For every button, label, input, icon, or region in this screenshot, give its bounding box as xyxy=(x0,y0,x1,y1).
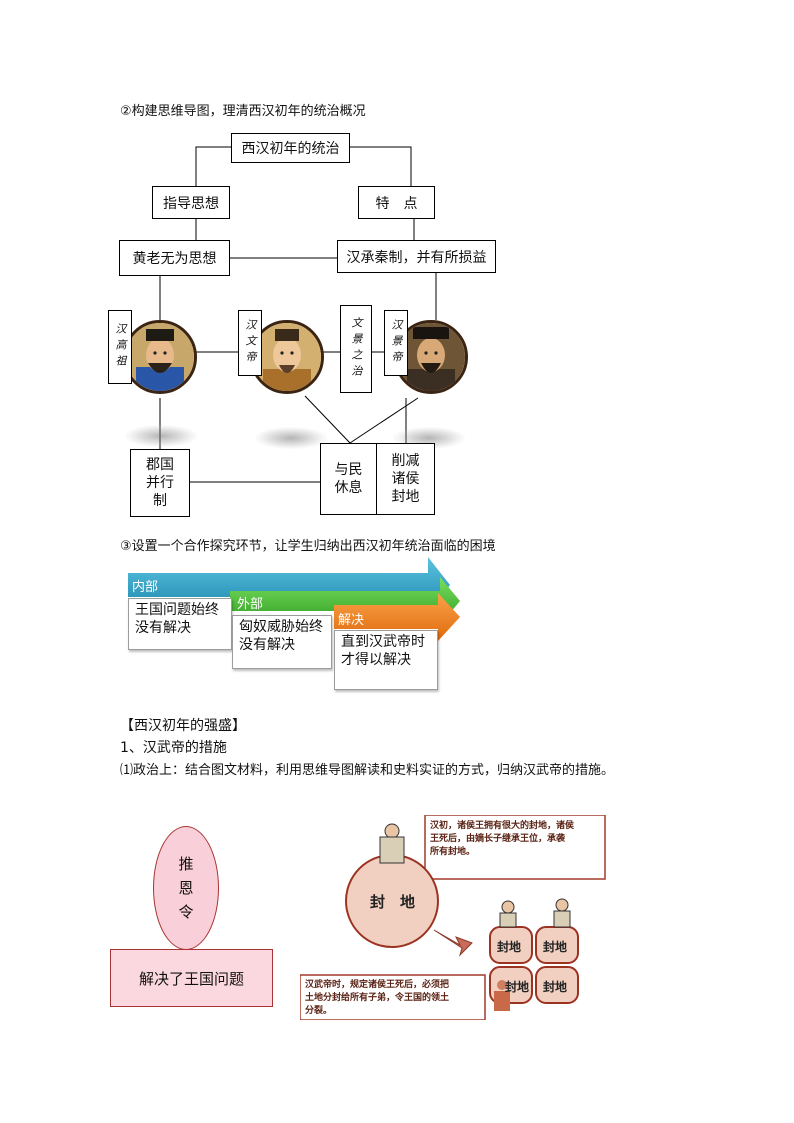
ellipse-char: 令 xyxy=(178,903,194,921)
label-wendi: 汉文帝 xyxy=(238,310,262,376)
band-label-solution: 解决 xyxy=(338,613,365,628)
arrow-solution xyxy=(334,593,460,641)
illus-line: 王死后，由嫡长子继承王位，承袭 xyxy=(430,834,566,844)
arrow-external xyxy=(230,577,460,625)
tuienling-ellipse: 推 恩 令 xyxy=(153,826,219,950)
section4-title: 【西汉初年的强盛】 xyxy=(120,718,246,734)
problem-arrows xyxy=(128,557,460,641)
features-box: 特 点 xyxy=(358,186,435,219)
emperor-wendi-portrait xyxy=(250,320,324,394)
card-line: 没有解决 xyxy=(239,637,295,653)
han-inherits-qin-box: 汉承秦制，并有所损益 xyxy=(337,240,496,273)
label-gaozu: 汉高祖 xyxy=(108,310,132,384)
section4-subtitle: 1、汉武帝的措施 xyxy=(120,740,227,756)
illus-quarter-label: 封地 xyxy=(543,940,568,954)
ellipse-char: 推 xyxy=(178,855,194,873)
fief-illustration: 汉初，诸侯王拥有很大的封地，诸侯 王死后，由嫡长子继承王位，承袭 所有封地。 汉… xyxy=(300,815,606,1020)
result-box: 解决了王国问题 xyxy=(110,949,273,1007)
policy-commandery-box: 郡国 并行 制 xyxy=(130,449,190,517)
card-line: 才得以解决 xyxy=(341,652,411,668)
card-external: 匈奴威胁始终 没有解决 xyxy=(232,615,332,669)
policy-reduce-fiefs-box: 削减 诸侯 封地 xyxy=(376,443,435,515)
band-label-external: 外部 xyxy=(237,597,264,612)
ellipse-char: 恩 xyxy=(178,879,194,897)
emperor-jingdi-portrait xyxy=(394,320,468,394)
illus-line: 分裂。 xyxy=(305,1006,333,1016)
portrait-shadow xyxy=(255,427,327,449)
band-label-internal: 内部 xyxy=(132,580,159,595)
policy-line: 休息 xyxy=(334,480,363,496)
policy-line: 制 xyxy=(153,493,167,509)
policy-rest-box: 与民 休息 xyxy=(320,443,377,515)
illus-top-text: 汉初，诸侯王拥有很大的封地，诸侯 王死后，由嫡长子继承王位，承袭 所有封地。 xyxy=(430,820,574,859)
policy-line: 削减 xyxy=(391,453,420,469)
card-line: 直到汉武帝时 xyxy=(341,634,425,650)
illus-quarter-label: 封地 xyxy=(497,940,522,954)
arrow-internal xyxy=(128,557,450,613)
card-line: 王国问题始终 xyxy=(135,602,219,618)
section3-heading: ③设置一个合作探究环节，让学生归纳出西汉初年统治面临的困境 xyxy=(120,539,496,554)
card-internal: 王国问题始终 没有解决 xyxy=(128,598,232,650)
huanglao-box: 黄老无为思想 xyxy=(119,240,230,276)
illus-bottom-text: 汉武帝时，规定诸侯王死后，必须把 土地分封给所有子弟，令王国的领土 分裂。 xyxy=(305,979,449,1018)
guiding-thought-box: 指导思想 xyxy=(152,186,230,219)
illus-big-label: 封 地 xyxy=(370,893,416,911)
card-line: 匈奴威胁始终 xyxy=(239,619,323,635)
section2-heading: ②构建思维导图，理清西汉初年的统治概况 xyxy=(120,104,366,119)
mindmap-root: 西汉初年的统治 xyxy=(231,133,350,163)
emperor-gaozu-portrait xyxy=(123,320,197,394)
section4-item: ⑴政治上：结合图文材料，利用思维导图解读和史料实证的方式，归纳汉武帝的措施。 xyxy=(120,763,615,778)
illus-line: 所有封地。 xyxy=(430,847,476,857)
illus-quarter-label: 封地 xyxy=(505,980,530,994)
illus-quarter-label: 封地 xyxy=(543,980,568,994)
illus-line: 汉初，诸侯王拥有很大的封地，诸侯 xyxy=(430,821,575,831)
illus-line: 土地分封给所有子弟，令王国的领土 xyxy=(305,993,450,1003)
card-solution: 直到汉武帝时 才得以解决 xyxy=(334,630,438,690)
policy-line: 与民 xyxy=(334,462,363,478)
label-wenjing-rule: 文景之治 xyxy=(340,305,372,393)
portrait-shadow xyxy=(125,425,197,447)
label-jingdi: 汉景帝 xyxy=(384,310,408,376)
card-line: 没有解决 xyxy=(135,620,191,636)
policy-line: 郡国 xyxy=(146,457,174,473)
illus-line: 汉武帝时，规定诸侯王死后，必须把 xyxy=(305,980,450,990)
policy-line: 封地 xyxy=(391,489,420,505)
policy-line: 诸侯 xyxy=(391,471,420,487)
policy-line: 并行 xyxy=(146,475,174,491)
